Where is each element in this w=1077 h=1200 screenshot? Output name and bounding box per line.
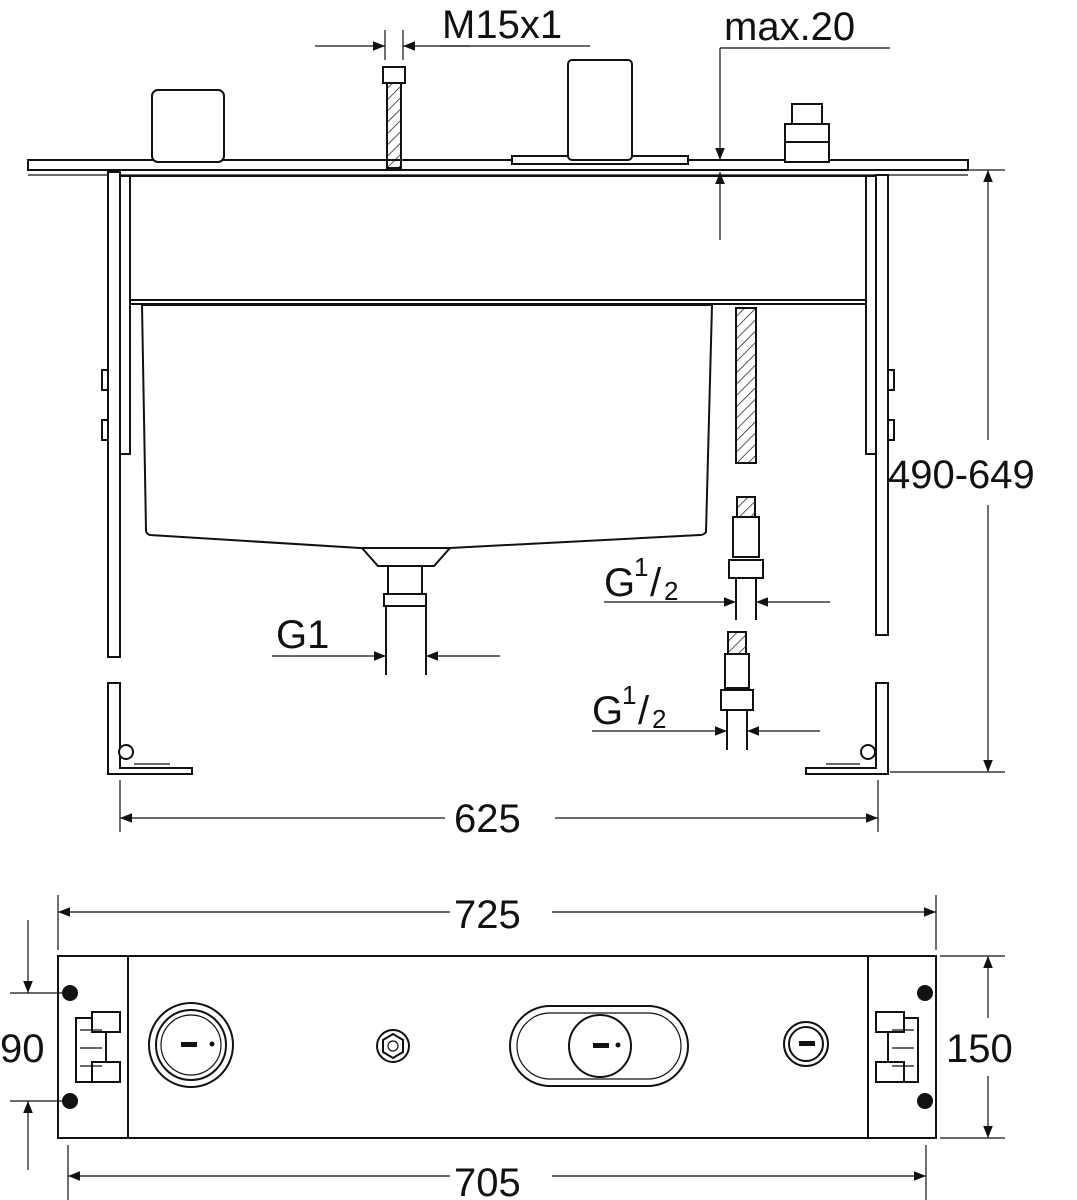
upper-body	[129, 175, 867, 305]
dim-inlet-thread-2: G 1 / 2	[592, 680, 820, 736]
label-inlet-thread-1-num: 1	[634, 552, 648, 582]
dim-inlet-thread-1: G 1 / 2	[604, 552, 830, 607]
threaded-rod	[382, 66, 406, 169]
dim-max-depth: max.20	[715, 5, 890, 240]
hex-nut	[376, 1029, 410, 1063]
mounting-hole	[917, 985, 933, 1001]
dim-height-range: 490-649	[888, 169, 1035, 773]
front-view: M15x1 max.20 490-649 G1 G 1	[27, 3, 1035, 841]
svg-text:/: /	[650, 561, 662, 605]
dim-width-total: 725	[57, 893, 937, 950]
mounting-hole	[62, 1093, 78, 1109]
svg-text:/: /	[638, 689, 650, 733]
label-inlet-thread-2-den: 2	[652, 704, 666, 734]
mounting-hole	[917, 1093, 933, 1109]
dim-outlet-thread: G1	[272, 613, 500, 661]
label-inlet-thread-1-den: 2	[664, 576, 678, 606]
inlet-connector-2	[720, 631, 754, 750]
dim-depth-right: 150	[940, 955, 1013, 1139]
spout	[567, 59, 633, 161]
label-thread-top: M15x1	[442, 3, 562, 47]
dim-width-bottom: 705	[67, 1145, 927, 1200]
label-inlet-thread-2-base: G	[592, 689, 623, 733]
label-inlet-thread-1-base: G	[604, 561, 635, 605]
basin	[140, 304, 714, 549]
label-width-bottom: 705	[454, 1161, 521, 1200]
dim-thread-top: M15x1	[315, 3, 590, 60]
label-height-range: 490-649	[888, 453, 1035, 497]
top-view: 725 705 90 150	[0, 893, 1013, 1200]
label-width-total: 725	[454, 893, 521, 937]
label-width-inner: 625	[454, 797, 521, 841]
left-knob	[151, 89, 225, 163]
dim-depth-left: 90	[0, 920, 62, 1170]
frame-left	[101, 171, 193, 775]
label-outlet-thread: G1	[276, 613, 329, 657]
dim-width-inner: 625	[119, 780, 879, 841]
inlet-connector-1	[728, 496, 764, 620]
center-oval-spout	[509, 1005, 689, 1087]
right-small-fitting	[783, 1021, 829, 1067]
right-knob	[784, 103, 830, 163]
supply-hose	[735, 307, 757, 464]
top-view-outline	[57, 955, 937, 1139]
mounting-hole	[62, 985, 78, 1001]
label-depth-right: 150	[946, 1027, 1013, 1071]
clamp-right	[875, 1011, 919, 1083]
label-max-depth: max.20	[724, 5, 855, 49]
label-depth-left: 90	[0, 1027, 45, 1071]
drain-outlet	[359, 547, 453, 675]
left-round-fitting	[148, 1002, 234, 1088]
label-inlet-thread-2-num: 1	[622, 680, 636, 710]
frame-right	[805, 174, 895, 775]
clamp-left	[75, 1011, 121, 1083]
